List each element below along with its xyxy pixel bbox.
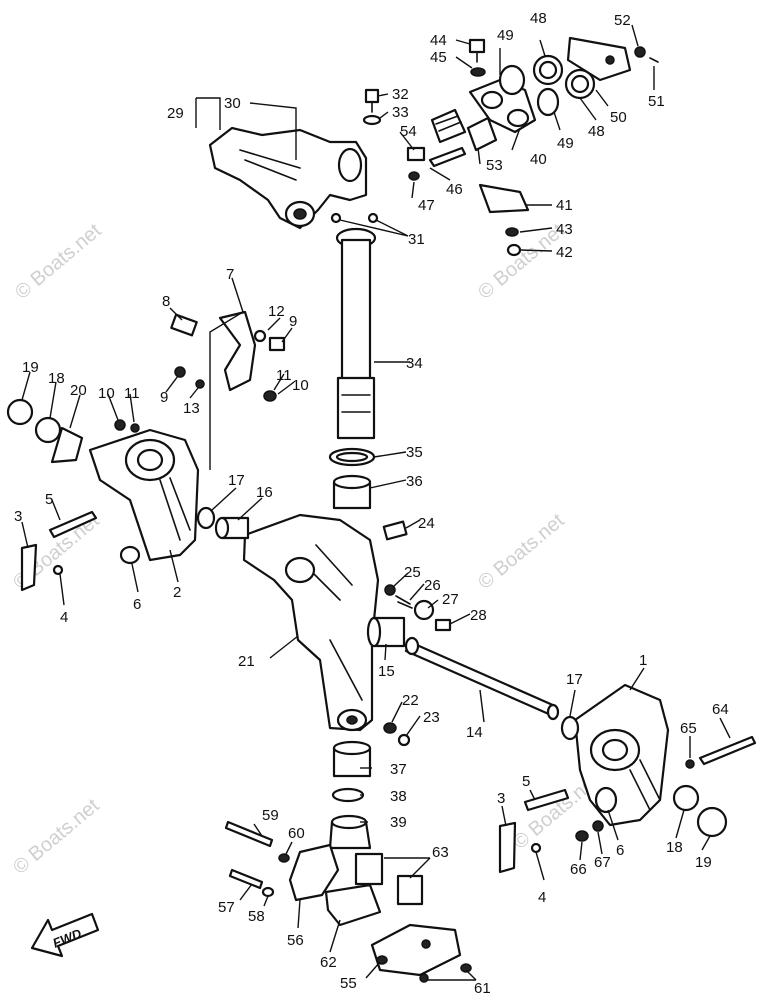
label-2: 2: [173, 584, 181, 601]
label-6b: 6: [616, 842, 624, 859]
label-56: 56: [287, 932, 304, 949]
label-19b: 19: [695, 854, 712, 871]
through-bolt: [404, 636, 560, 721]
label-41: 41: [556, 197, 573, 214]
label-17: 17: [228, 472, 245, 489]
lower-mount-parts: [224, 820, 472, 983]
watermark-right-mid: © Boats.net: [474, 509, 569, 593]
label-46: 46: [446, 181, 463, 198]
label-39: 39: [390, 814, 407, 831]
label-33: 33: [392, 104, 409, 121]
label-19: 19: [22, 359, 39, 376]
label-15: 15: [378, 663, 395, 680]
part-labels: 1 2 3 4 5 6 7 8 9 9 10 10 11 11 12 13 14…: [14, 10, 729, 997]
label-58: 58: [248, 908, 265, 925]
label-4: 4: [60, 609, 68, 626]
swivel-tube: [330, 212, 379, 440]
label-21: 21: [238, 653, 255, 670]
label-17b: 17: [566, 671, 583, 688]
label-3: 3: [14, 508, 22, 525]
swivel-bracket: [242, 513, 380, 732]
label-11b: 11: [276, 367, 292, 384]
label-44: 44: [430, 32, 447, 49]
label-8: 8: [162, 293, 170, 310]
label-20: 20: [70, 382, 87, 399]
label-9: 9: [289, 313, 297, 330]
label-3b: 3: [497, 790, 505, 807]
label-54: 54: [400, 123, 417, 140]
label-1: 1: [639, 652, 647, 669]
label-53: 53: [486, 157, 503, 174]
steering-bracket: [208, 126, 368, 230]
label-9b: 9: [160, 389, 168, 406]
label-63: 63: [432, 844, 449, 861]
label-57: 57: [218, 899, 235, 916]
label-49: 49: [497, 27, 514, 44]
label-26: 26: [424, 577, 441, 594]
label-24: 24: [418, 515, 435, 532]
label-50: 50: [610, 109, 627, 126]
watermark-left-top: © Boats.net: [11, 219, 106, 303]
label-60: 60: [288, 825, 305, 842]
label-62: 62: [320, 954, 337, 971]
label-32: 32: [392, 86, 409, 103]
label-30: 30: [224, 95, 241, 112]
label-4b: 4: [538, 889, 546, 906]
center-right-small-parts: [366, 520, 452, 747]
label-55: 55: [340, 975, 357, 992]
top-small-parts: [362, 38, 486, 181]
label-22: 22: [402, 692, 419, 709]
left-small-parts: [6, 310, 286, 592]
label-65: 65: [680, 720, 697, 737]
label-11: 11: [124, 385, 140, 402]
label-23: 23: [423, 709, 440, 726]
label-47: 47: [418, 197, 435, 214]
top-right-parts: [430, 36, 659, 257]
label-37: 37: [390, 761, 407, 778]
right-lower-parts: [498, 715, 757, 874]
label-13: 13: [183, 400, 200, 417]
label-59: 59: [262, 807, 279, 824]
label-29: 29: [167, 105, 184, 122]
label-48b: 48: [588, 123, 605, 140]
label-66: 66: [570, 861, 587, 878]
watermark-left-bottom: © Boats.net: [9, 794, 104, 878]
clamp-bracket-left: [88, 428, 200, 565]
label-34: 34: [406, 355, 423, 372]
label-48: 48: [530, 10, 547, 27]
label-52: 52: [614, 12, 631, 29]
label-51: 51: [648, 93, 665, 110]
label-6: 6: [133, 596, 141, 613]
label-10: 10: [98, 385, 115, 402]
label-49b: 49: [557, 135, 574, 152]
label-67: 67: [594, 854, 611, 871]
label-61: 61: [474, 980, 491, 997]
label-36: 36: [406, 473, 423, 490]
label-42: 42: [556, 244, 573, 261]
label-7: 7: [226, 266, 234, 283]
label-45: 45: [430, 49, 447, 66]
label-31: 31: [408, 231, 425, 248]
label-64: 64: [712, 701, 729, 718]
label-5b: 5: [522, 773, 530, 790]
label-28: 28: [470, 607, 487, 624]
label-40: 40: [530, 151, 547, 168]
leader-lines: [21, 24, 731, 981]
label-14: 14: [466, 724, 483, 741]
label-18b: 18: [666, 839, 683, 856]
label-5: 5: [45, 491, 53, 508]
label-38: 38: [390, 788, 407, 805]
label-18: 18: [48, 370, 65, 387]
label-43: 43: [556, 221, 573, 238]
label-10b: 10: [292, 377, 309, 394]
label-27: 27: [442, 591, 459, 608]
clamp-bracket-right: [573, 683, 670, 827]
label-12: 12: [268, 303, 285, 320]
label-25: 25: [404, 564, 421, 581]
fwd-arrow: FWD: [30, 912, 100, 958]
label-16: 16: [256, 484, 273, 501]
label-35: 35: [406, 444, 423, 461]
